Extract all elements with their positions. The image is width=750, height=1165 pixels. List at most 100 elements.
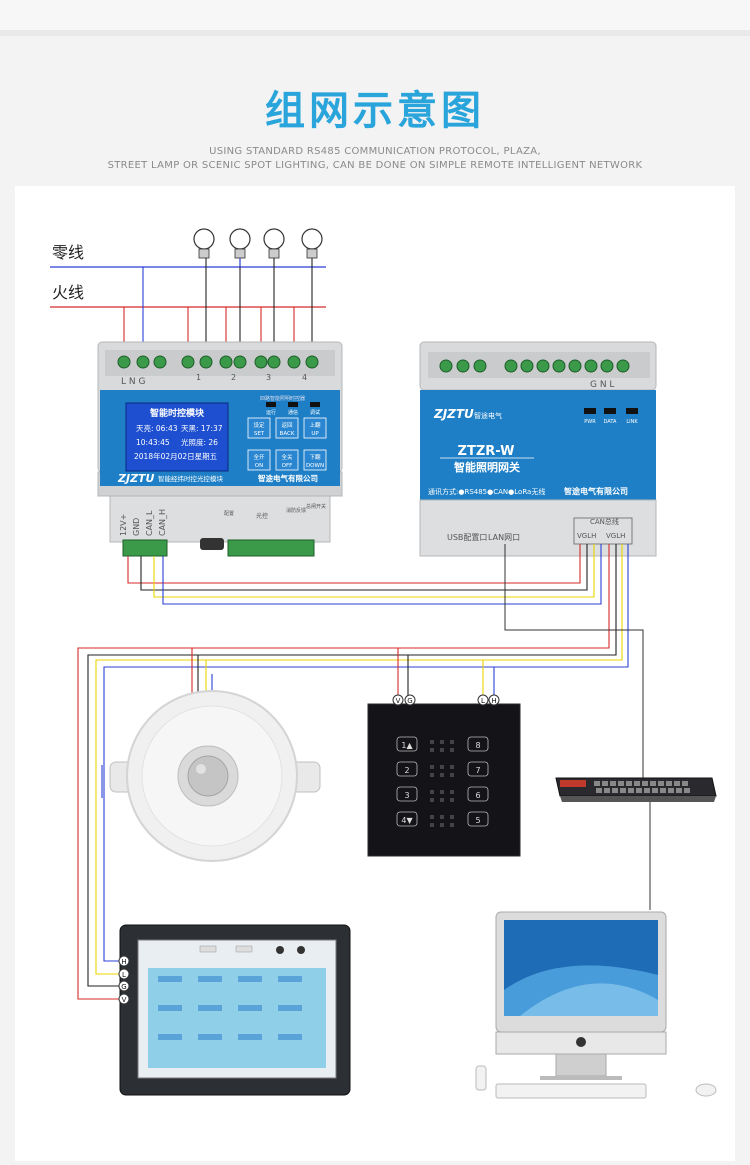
back-button-en: BACK (280, 431, 295, 437)
down-button[interactable] (303, 449, 327, 471)
back-button[interactable] (275, 417, 299, 439)
keypad-term-v: V (396, 697, 401, 705)
mouse-icon (695, 1083, 717, 1097)
controller-buttons: 设定 SET 返回 BACK 上翻 UP 全开 ON 全关 OFF 下翻 DOW… (247, 417, 327, 471)
network-switch (555, 777, 717, 802)
channel-label-1: 1 (196, 373, 201, 382)
key-7[interactable]: 7 (475, 766, 480, 775)
can-pins-1: VGLH (577, 532, 596, 540)
usb-port-label: USB配置口 (447, 533, 487, 542)
controller-model-desc: 智能经纬时控光控模块 (158, 474, 224, 483)
key-4[interactable]: 4▼ (401, 816, 413, 825)
set-button-cn: 设定 (253, 421, 265, 429)
key-8[interactable]: 8 (475, 741, 480, 750)
keypad-left-keys (396, 736, 418, 827)
down-button-en: DOWN (306, 463, 324, 469)
gateway-blue-panel (420, 390, 656, 500)
gateway-indicator-leds: PWR DATA LINK (584, 408, 638, 425)
off-button[interactable] (275, 449, 299, 471)
on-button[interactable] (247, 449, 271, 471)
bulb-icon-4 (301, 228, 323, 259)
keyboard-icon (495, 1083, 647, 1099)
channel-label-3: 3 (266, 373, 271, 382)
lcd-lux: 光照度: 26 (181, 437, 218, 447)
bulb-icon-3 (263, 228, 285, 259)
wall-keypad: V G L H 1▲ 2 3 4▼ 8 7 6 5 (367, 694, 521, 857)
on-button-en: ON (255, 463, 263, 469)
gateway-brand: ZJZTU (433, 407, 474, 421)
data-indicator-label: DATA (604, 419, 617, 425)
channel-label-4: 4 (302, 373, 307, 382)
lcd-time: 10:43:45 (136, 438, 170, 447)
up-button-cn: 上翻 (309, 421, 321, 429)
controller-lcd (125, 402, 229, 472)
label-gnd: GND (132, 518, 141, 536)
label-master-switch: 总闸开关 (306, 503, 326, 510)
gateway-terminal-screws (439, 359, 630, 373)
back-button-cn: 返回 (281, 422, 293, 429)
gateway-company: 智途电气有限公司 (564, 486, 628, 496)
key-3[interactable]: 3 (404, 791, 409, 800)
controller-terminal-screws (117, 355, 319, 369)
gateway-gnl-label: G N L (590, 380, 614, 390)
desktop-computer (475, 911, 717, 1099)
gateway-comm: 通讯方式:●RS485●CAN●LoRa无线 (428, 487, 545, 496)
controller-module: L N G 1 2 3 4 四路智能照明时控器 智能时控模块 天亮: 06:43… (97, 341, 343, 557)
motion-sensor (109, 690, 321, 862)
up-button[interactable] (303, 417, 327, 439)
keypad-term-h: H (491, 697, 496, 705)
live-wire-label: 火线 (52, 283, 84, 302)
set-button[interactable] (247, 417, 271, 439)
controller-company: 智途电气有限公司 (258, 473, 318, 483)
gateway-module: G N L ZJZTU 智途电气 PWR DATA LINK ZTZR-W 智能… (419, 341, 657, 557)
touchscreen-panel: H L G V (118, 924, 351, 1096)
up-button-en: UP (311, 431, 319, 437)
key-6[interactable]: 6 (475, 791, 480, 800)
controller-io-terminal (227, 539, 315, 557)
subtitle-line-1: USING STANDARD RS485 COMMUNICATION PROTO… (209, 146, 541, 157)
top-band (0, 0, 750, 36)
key-1[interactable]: 1▲ (401, 741, 413, 750)
label-12v: 12V+ (119, 514, 128, 536)
controller-can-terminal (122, 539, 168, 557)
diagram-panel: 零线 火线 L N G (15, 186, 735, 1161)
bulb-icon-1 (193, 228, 215, 259)
indicator-debug-label: 调试 (310, 409, 320, 416)
top-band-strip (0, 0, 750, 30)
bulb-icon-2 (229, 228, 251, 259)
gateway-name: 智能照明网关 (454, 460, 520, 474)
network-diagram: 零线 火线 L N G (50, 228, 717, 1099)
can-bus-label: CAN总线 (590, 517, 619, 526)
label-can-h: CAN_H (158, 509, 167, 536)
channel-label-2: 2 (231, 373, 236, 382)
lcd-dusk: 天黑: 17:37 (181, 424, 223, 433)
ts-term-v: V (122, 996, 127, 1004)
lan-port-label: LAN网口 (488, 533, 520, 542)
neutral-wire-label: 零线 (52, 243, 84, 262)
key-2[interactable]: 2 (404, 766, 409, 775)
label-can-l: CAN_L (145, 510, 154, 536)
off-button-en: OFF (282, 463, 293, 469)
down-button-cn: 下翻 (309, 453, 321, 461)
gateway-model: ZTZR-W (458, 444, 515, 459)
keypad-term-g: G (407, 697, 412, 705)
keypad-right-keys (467, 736, 489, 827)
key-5[interactable]: 5 (475, 816, 480, 825)
off-button-cn: 全关 (281, 453, 293, 461)
indicator-comm-label: 通信 (288, 409, 298, 416)
lcd-date: 2018年02月02日星期五 (134, 451, 218, 461)
ts-term-h: H (121, 958, 126, 966)
can-pins-2: VGLH (606, 532, 625, 540)
keypad-dot-leds (430, 740, 454, 827)
label-config: 配置 (224, 511, 234, 517)
set-button-en: SET (254, 431, 265, 437)
lcd-dawn: 天亮: 06:43 (136, 423, 178, 433)
keypad-term-l: L (481, 697, 485, 705)
label-fire-feedback: 消防反馈 (286, 507, 306, 514)
page-title: 组网示意图 (265, 88, 485, 134)
link-indicator-label: LINK (626, 419, 638, 425)
ts-term-l: L (122, 971, 126, 979)
label-light-control: 光控 (256, 512, 268, 520)
controller-panel-top-text: 四路智能照明时控器 (260, 395, 305, 402)
controller-brand: ZJZTU (117, 472, 155, 485)
